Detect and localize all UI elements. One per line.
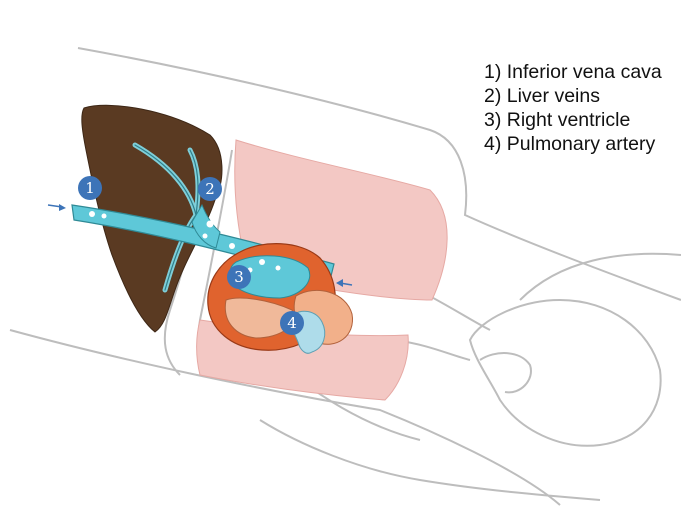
marker-2: 2 <box>198 177 222 201</box>
legend: 1) Inferior vena cava 2) Liver veins 3) … <box>484 60 662 156</box>
legend-item-right-ventricle: 3) Right ventricle <box>484 108 662 132</box>
marker-3-label: 3 <box>234 268 244 286</box>
marker-1: 1 <box>78 176 102 200</box>
legend-item-inferior-vena-cava: 1) Inferior vena cava <box>484 60 662 84</box>
marker-4-label: 4 <box>287 314 297 332</box>
legend-item-liver-veins: 2) Liver veins <box>484 84 662 108</box>
legend-item-pulmonary-artery: 4) Pulmonary artery <box>484 132 662 156</box>
marker-4: 4 <box>280 311 304 335</box>
marker-2-label: 2 <box>205 180 215 198</box>
marker-3: 3 <box>227 265 251 289</box>
marker-1-label: 1 <box>85 179 95 197</box>
